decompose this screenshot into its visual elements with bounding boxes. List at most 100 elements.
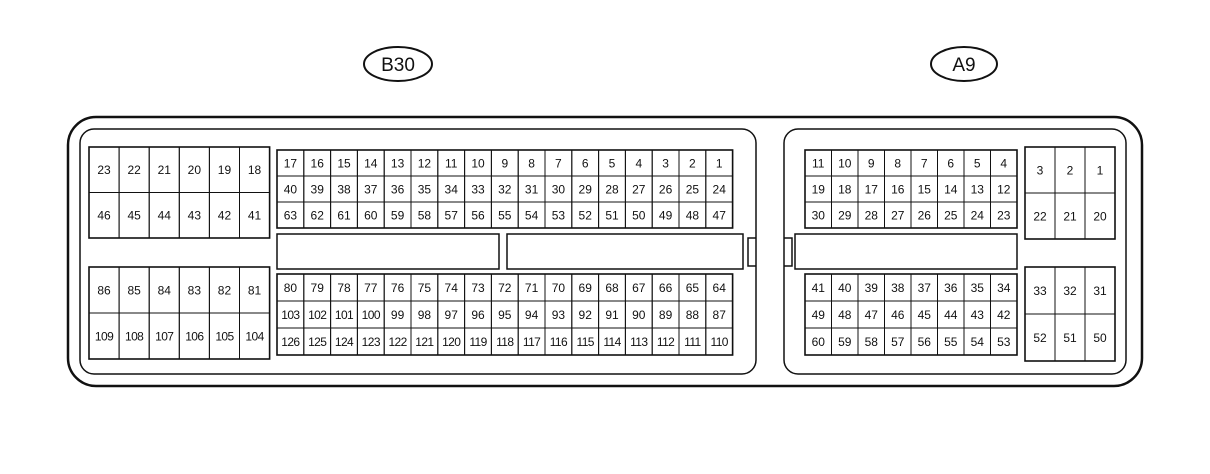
pin-number: 57 xyxy=(445,208,459,222)
pin-number: 122 xyxy=(388,335,407,349)
pin-number: 23 xyxy=(97,163,111,177)
label-b30-text: B30 xyxy=(381,55,415,76)
pin-number: 92 xyxy=(579,308,593,322)
pin-number: 48 xyxy=(838,308,852,322)
pin-number: 19 xyxy=(812,182,826,196)
pin-number: 9 xyxy=(501,156,508,170)
pin-number: 74 xyxy=(445,281,459,295)
pin-number: 48 xyxy=(686,208,700,222)
pin-number: 67 xyxy=(632,281,646,295)
pin-number: 119 xyxy=(469,335,487,349)
pin-number: 104 xyxy=(245,329,264,343)
pin-number: 16 xyxy=(311,156,325,170)
pin-number: 34 xyxy=(445,182,459,196)
pin-number: 86 xyxy=(97,283,111,297)
pin-number: 106 xyxy=(185,329,204,343)
a9-key xyxy=(784,237,793,267)
pin-number: 62 xyxy=(311,208,325,222)
pin-number: 56 xyxy=(918,335,932,349)
pin-number: 51 xyxy=(605,208,619,222)
pin-number: 64 xyxy=(713,281,727,295)
pin-number: 15 xyxy=(337,156,351,170)
pin-number: 7 xyxy=(555,156,562,170)
pin-number: 25 xyxy=(686,182,700,196)
pin-number: 2 xyxy=(689,156,696,170)
pin-number: 42 xyxy=(218,209,232,223)
pin-number: 32 xyxy=(1063,284,1077,298)
pin-number: 3 xyxy=(1037,163,1044,177)
pin-number: 5 xyxy=(974,156,981,170)
pin-number: 46 xyxy=(891,308,905,322)
pin-number: 114 xyxy=(603,335,621,349)
pin-number: 59 xyxy=(391,208,405,222)
pin-number: 23 xyxy=(997,208,1011,222)
pin-number: 69 xyxy=(579,281,593,295)
pin-number: 4 xyxy=(1000,156,1007,170)
pin-number: 11 xyxy=(812,156,825,170)
pin-number: 55 xyxy=(944,335,958,349)
pin-number: 109 xyxy=(95,329,114,343)
pin-number: 28 xyxy=(865,208,879,222)
pin-number: 14 xyxy=(364,156,378,170)
pin-cell xyxy=(1084,192,1116,240)
pin-number: 97 xyxy=(445,308,459,322)
b30-separator-left xyxy=(276,233,500,270)
pin-number: 51 xyxy=(1063,331,1077,345)
pin-number: 40 xyxy=(284,182,298,196)
pin-number: 71 xyxy=(525,281,539,295)
pin-number: 1 xyxy=(716,156,723,170)
pin-cell xyxy=(239,192,271,239)
pin-number: 90 xyxy=(632,308,646,322)
pin-number: 1 xyxy=(1097,163,1104,177)
pin-number: 53 xyxy=(997,335,1011,349)
pin-number: 120 xyxy=(442,335,461,349)
pin-number: 7 xyxy=(921,156,928,170)
pin-number: 82 xyxy=(218,283,232,297)
pin-number: 70 xyxy=(552,281,566,295)
pin-number: 41 xyxy=(812,281,826,295)
pin-number: 60 xyxy=(812,335,826,349)
pin-number: 10 xyxy=(471,156,485,170)
pin-number: 30 xyxy=(552,182,566,196)
pin-number: 17 xyxy=(865,182,879,196)
pin-number: 91 xyxy=(605,308,619,322)
pin-number: 2 xyxy=(1067,163,1074,177)
pin-number: 66 xyxy=(659,281,673,295)
pin-number: 16 xyxy=(891,182,905,196)
pin-number: 52 xyxy=(1033,331,1047,345)
pin-number: 63 xyxy=(284,208,298,222)
pin-number: 58 xyxy=(865,335,879,349)
pin-cell xyxy=(1084,313,1116,362)
pin-number: 49 xyxy=(659,208,673,222)
pin-number: 108 xyxy=(125,329,144,343)
pin-number: 93 xyxy=(552,308,566,322)
pin-number: 54 xyxy=(971,335,985,349)
pin-number: 33 xyxy=(471,182,485,196)
pin-number: 52 xyxy=(579,208,593,222)
pin-number: 28 xyxy=(605,182,619,196)
pin-number: 117 xyxy=(523,335,541,349)
pin-number: 24 xyxy=(971,208,985,222)
pin-number: 79 xyxy=(311,281,325,295)
pin-number: 47 xyxy=(865,308,879,322)
pin-number: 29 xyxy=(838,208,852,222)
pin-number: 85 xyxy=(127,283,141,297)
pin-number: 43 xyxy=(971,308,985,322)
pin-cell xyxy=(239,312,271,360)
pin-number: 88 xyxy=(686,308,700,322)
pin-number: 72 xyxy=(498,281,512,295)
pin-number: 112 xyxy=(657,335,675,349)
pin-number: 41 xyxy=(248,209,262,223)
pin-number: 27 xyxy=(632,182,646,196)
pin-number: 50 xyxy=(632,208,646,222)
pin-number: 103 xyxy=(281,308,300,322)
pin-number: 94 xyxy=(525,308,539,322)
pin-number: 14 xyxy=(944,182,958,196)
pin-number: 33 xyxy=(1033,284,1047,298)
pin-number: 46 xyxy=(97,209,111,223)
pin-number: 37 xyxy=(918,281,932,295)
pin-number: 13 xyxy=(971,182,985,196)
